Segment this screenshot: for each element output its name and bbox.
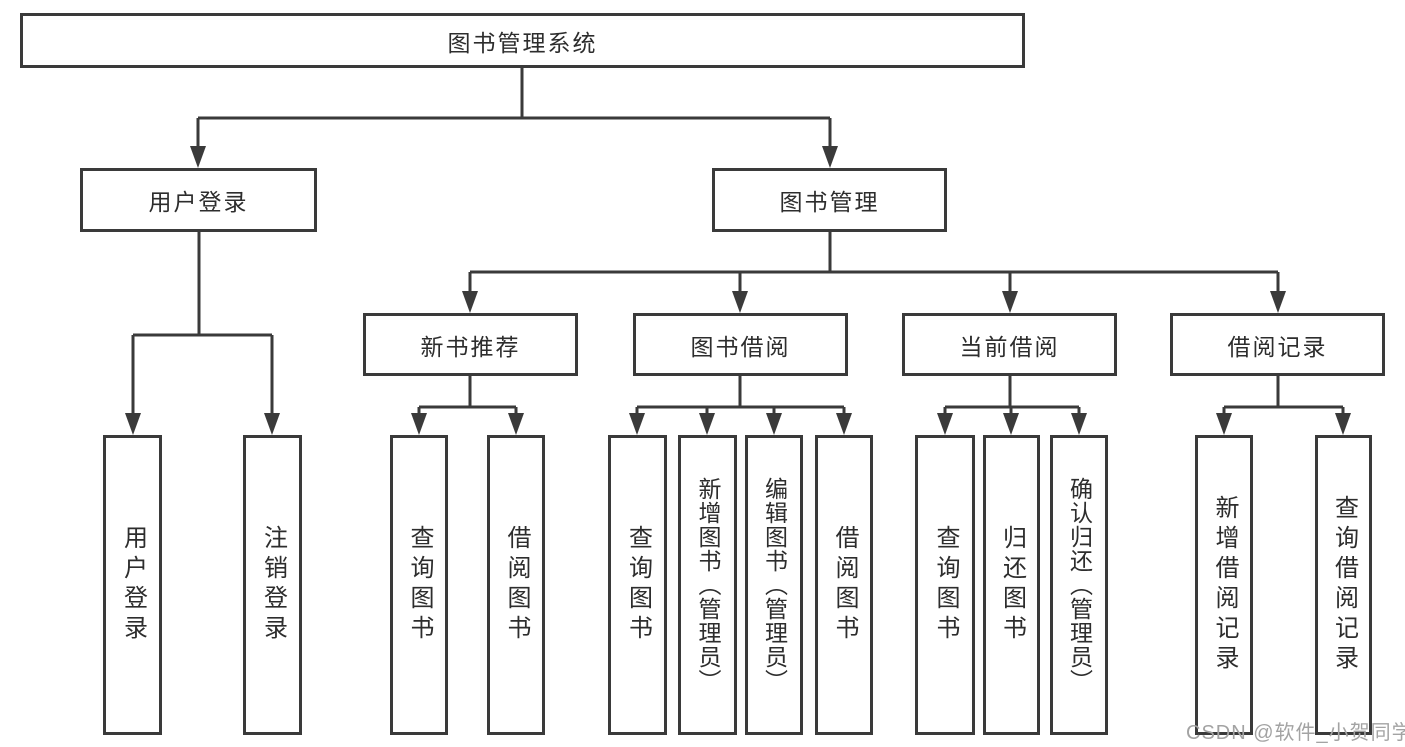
leaf-query-books-3-label: 查询图书 [932,525,959,645]
arrowhead-query-books-3 [937,413,953,435]
node-borrowing-records: 借阅记录 [1170,313,1385,376]
node-current-borrowing: 当前借阅 [902,313,1117,376]
arrowhead-borrow-books-2 [836,413,852,435]
csdn-watermark: CSDN @软件_小贺同学 [1186,722,1405,744]
leaf-borrow-books-1-label: 借阅图书 [503,525,530,645]
node-user-login: 用户登录 [80,168,317,232]
leaf-add-books-admin: 新增图书（管理员） [678,435,737,735]
connector-new-books-children [411,376,524,435]
leaf-query-borrow-record-label: 查询借阅记录 [1330,495,1358,675]
node-new-books-recommend: 新书推荐 [363,313,578,376]
arrowhead-confirm-return [1071,413,1087,435]
arrowhead-user-login [190,146,206,168]
connector-lines-user-login [131,232,274,415]
arrowhead-query-record [1335,413,1351,435]
connector-lines-book-management [468,232,1280,293]
connector-lines-book-borrow [635,376,846,415]
leaf-query-books-3: 查询图书 [915,435,975,735]
leaf-return-books: 归还图书 [983,435,1040,735]
arrowhead-add-record [1216,413,1232,435]
arrowhead-borrow-records [1270,291,1286,313]
connector-current-borrow-children [937,376,1087,435]
node-book-management-label: 图书管理 [779,189,880,215]
leaf-query-books-1: 查询图书 [390,435,448,735]
arrowhead-logout-leaf [264,413,280,435]
connector-lines-root [196,68,832,148]
leaf-borrow-books-2-label: 借阅图书 [831,525,858,645]
arrowhead-query-books-2 [629,413,645,435]
leaf-query-books-2: 查询图书 [608,435,667,735]
leaf-borrow-books-1: 借阅图书 [487,435,545,735]
arrowhead-borrow-books-1 [508,413,524,435]
arrowhead-book-borrow [732,291,748,313]
node-borrowing-records-label: 借阅记录 [1227,333,1328,360]
node-root-label: 图书管理系统 [447,29,598,56]
leaf-user-login-label: 用户登录 [119,525,147,645]
leaf-edit-books-admin-label: 编辑图书（管理员） [761,477,788,693]
arrowhead-edit-books [766,413,782,435]
leaf-logout-label: 注销登录 [259,525,287,645]
leaf-confirm-return-admin: 确认归还（管理员） [1050,435,1108,735]
leaf-confirm-return-admin-label: 确认归还（管理员） [1066,477,1093,693]
connector-root-to-level1 [190,68,838,168]
connector-lines-borrow-records [1222,376,1345,415]
leaf-query-books-2-label: 查询图书 [624,525,652,645]
leaf-add-borrow-record-label: 新增借阅记录 [1211,495,1238,675]
node-book-borrowing-label: 图书借阅 [690,333,791,360]
arrowhead-current-borrow [1002,291,1018,313]
leaf-query-books-1-label: 查询图书 [406,525,433,645]
arrowhead-query-books-1 [411,413,427,435]
connector-user-login-children [125,232,280,435]
arrowhead-new-books [462,291,478,313]
node-book-borrowing: 图书借阅 [633,313,848,376]
leaf-return-books-label: 归还图书 [998,525,1026,645]
connector-book-management-children [462,232,1286,313]
leaf-logout: 注销登录 [243,435,302,735]
node-user-login-label: 用户登录 [148,189,249,215]
leaf-add-borrow-record: 新增借阅记录 [1195,435,1253,735]
node-new-books-label: 新书推荐 [420,333,521,360]
connector-lines-current-borrow [943,376,1081,415]
node-root-library-system: 图书管理系统 [20,13,1025,68]
node-book-management: 图书管理 [712,168,947,232]
arrowhead-add-books [699,413,715,435]
arrowhead-login-leaf [125,413,141,435]
leaf-query-borrow-record: 查询借阅记录 [1315,435,1372,735]
leaf-borrow-books-2: 借阅图书 [815,435,873,735]
connector-lines-new-books [417,376,518,415]
node-current-borrowing-label: 当前借阅 [959,333,1060,360]
connector-borrow-records-children [1216,376,1351,435]
leaf-add-books-admin-label: 新增图书（管理员） [695,477,721,693]
connector-book-borrow-children [629,376,852,435]
leaf-edit-books-admin: 编辑图书（管理员） [745,435,803,735]
arrowhead-return-books [1003,413,1019,435]
leaf-user-login: 用户登录 [103,435,162,735]
arrowhead-book-management [822,146,838,168]
